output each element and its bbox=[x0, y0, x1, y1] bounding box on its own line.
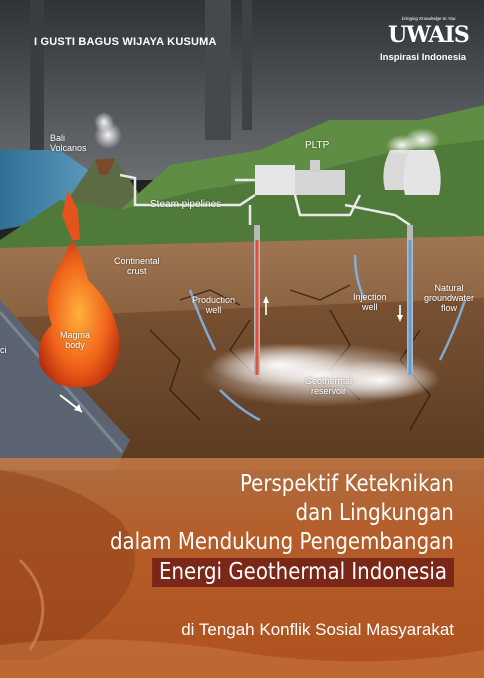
production-well bbox=[254, 225, 269, 375]
title-line-1: Perspektif Keteknikan bbox=[240, 471, 454, 497]
label-steam-pipelines: Steam pipelines bbox=[150, 199, 222, 210]
power-plant bbox=[255, 128, 441, 195]
title-line-3: dalam Mendukung Pengembangan bbox=[110, 529, 454, 555]
publisher-mark: UWAIS bbox=[388, 22, 470, 48]
title-line-2: dan Lingkungan bbox=[295, 500, 454, 526]
title-line-4-highlight: Energi Geothermal Indonesia bbox=[152, 558, 454, 587]
steam-pipelines bbox=[119, 173, 411, 227]
book-subtitle: di Tengah Konflik Sosial Masyarakat bbox=[181, 620, 454, 639]
label-edge-fragment: ci bbox=[0, 345, 7, 355]
label-pltp: PLTP bbox=[305, 140, 330, 151]
magma-body bbox=[38, 240, 120, 388]
book-title: Perspektif Keteknikan dan Lingkungan dal… bbox=[54, 470, 454, 587]
publisher-logo: bringing Knowledge to You UWAIS Inspiras… bbox=[372, 14, 476, 72]
publisher-tagline: bringing Knowledge to You bbox=[402, 16, 456, 21]
injection-well bbox=[397, 225, 413, 375]
publisher-subname: Inspirasi Indonesia bbox=[380, 52, 467, 63]
author-name: I GUSTI BAGUS WIJAYA KUSUMA bbox=[34, 36, 217, 48]
